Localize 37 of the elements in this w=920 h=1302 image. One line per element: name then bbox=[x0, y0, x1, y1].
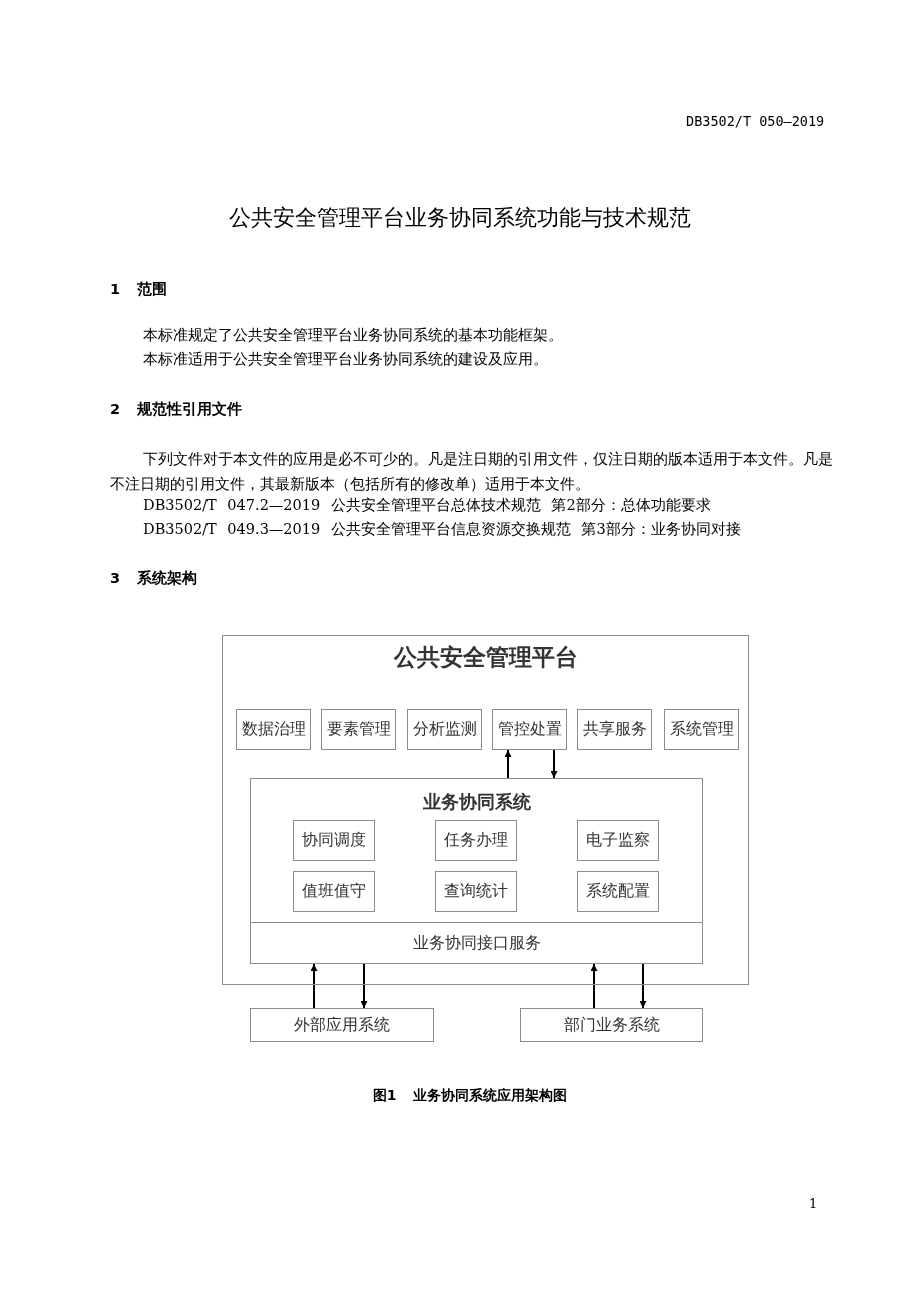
module-box: 外部应用系统 bbox=[250, 1008, 434, 1042]
document-code: DB3502/T 050—2019 bbox=[686, 113, 825, 129]
arrow bbox=[639, 963, 647, 1009]
platform-box bbox=[222, 635, 749, 985]
module-box: 管控处置 bbox=[492, 709, 567, 750]
arrow bbox=[590, 963, 598, 1009]
document-title: 公共安全管理平台业务协同系统功能与技术规范 bbox=[228, 204, 692, 232]
arrow bbox=[504, 749, 512, 779]
arrow bbox=[360, 963, 368, 1009]
arrow bbox=[550, 749, 558, 779]
system-box bbox=[250, 778, 703, 964]
paragraph: 下列文件对于本文件的应用是必不可少的。凡是注日期的引用文件，仅注日期的版本适用于本文件。凡是不注日期的引用文件，其最新版本（包括所有的修改单）适用于本文件。 bbox=[110, 450, 834, 494]
box-heading: 业务协同系统 bbox=[422, 790, 531, 814]
module-box: 系统管理 bbox=[664, 709, 739, 750]
module-box: 共享服务 bbox=[577, 709, 652, 750]
module-box: 数据治理 bbox=[236, 709, 311, 750]
figure-caption: 图1 业务协同系统应用架构图 bbox=[371, 1087, 569, 1105]
module-box: 系统配置 bbox=[577, 871, 659, 912]
paragraph: 本标准规定了公共安全管理平台业务协同系统的基本功能框架。 bbox=[143, 326, 563, 345]
module-box: 部门业务系统 bbox=[520, 1008, 703, 1042]
section-heading: 3 系统架构 bbox=[110, 569, 198, 588]
reference-entry: DB3502/T 047.2—2019 公共安全管理平台总体技术规范 第2部分：总体功能要求 bbox=[143, 496, 711, 515]
module-box: 值班值守 bbox=[293, 871, 375, 912]
interface-band: 业务协同接口服务 bbox=[250, 922, 703, 963]
arrow bbox=[310, 963, 318, 1009]
paragraph: 本标准适用于公共安全管理平台业务协同系统的建设及应用。 bbox=[143, 350, 548, 369]
module-box: 查询统计 bbox=[435, 871, 517, 912]
page-number: 1 bbox=[809, 1196, 818, 1211]
module-box: 要素管理 bbox=[321, 709, 396, 750]
reference-entry: DB3502/T 049.3—2019 公共安全管理平台信息资源交换规范 第3部分：业务协同对接 bbox=[143, 520, 741, 539]
module-box: 任务办理 bbox=[435, 820, 517, 861]
section-heading: 2 规范性引用文件 bbox=[110, 400, 243, 419]
module-box: 协同调度 bbox=[293, 820, 375, 861]
box-heading: 公共安全管理平台 bbox=[393, 643, 578, 672]
module-box: 分析监测 bbox=[407, 709, 482, 750]
section-heading: 1 范围 bbox=[110, 280, 168, 299]
module-box: 电子监察 bbox=[577, 820, 659, 861]
